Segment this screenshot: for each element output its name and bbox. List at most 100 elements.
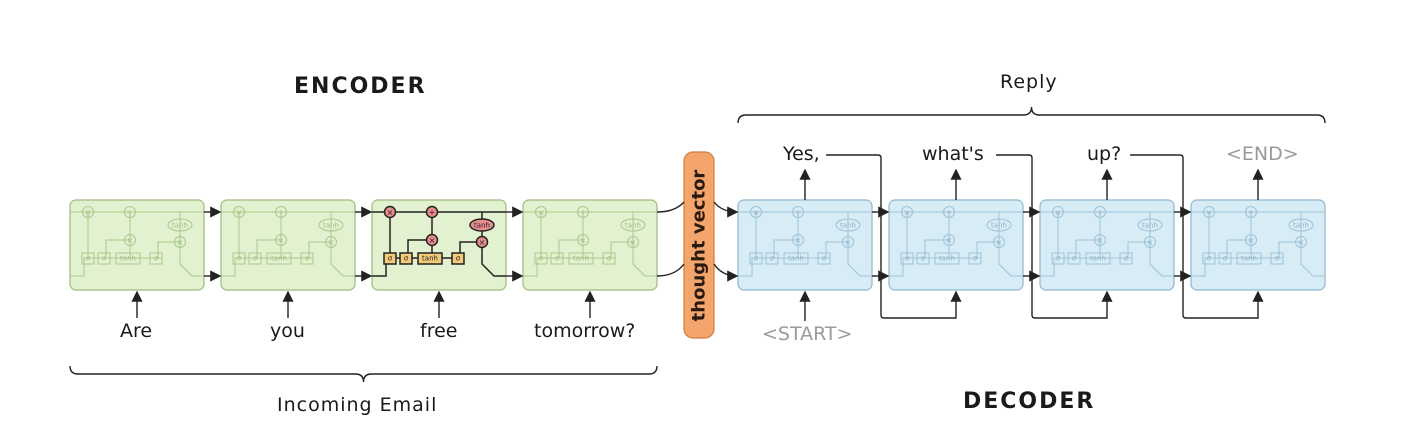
op-label: × — [1147, 238, 1154, 247]
pointwise-op — [475, 235, 489, 249]
gate-label: tanh — [120, 255, 136, 263]
op-label: + — [580, 208, 587, 217]
gate-label: σ — [822, 255, 827, 263]
tanh-op — [620, 218, 646, 232]
gate-label: σ — [921, 255, 926, 263]
gate-box — [266, 252, 292, 265]
decoder-output-word: Yes, — [783, 143, 820, 165]
input-path — [256, 239, 281, 258]
pointwise-op — [535, 206, 547, 218]
tanh-op-label: tanh — [474, 222, 490, 230]
output-path — [179, 212, 204, 277]
op-label: × — [387, 208, 394, 217]
op-label: × — [845, 238, 852, 247]
hidden-path — [523, 257, 615, 277]
gate-box — [550, 252, 564, 265]
tanh-op — [986, 218, 1012, 232]
op-label: × — [1248, 236, 1255, 245]
pointwise-op — [124, 206, 136, 218]
tanh-op-label: tanh — [991, 222, 1007, 230]
pointwise-op — [275, 206, 287, 218]
op-label: × — [328, 238, 335, 247]
feedback-loop — [826, 154, 962, 319]
pointwise-op — [1144, 236, 1156, 248]
input-path — [773, 239, 798, 258]
thought-vector-label: thought vector — [688, 169, 710, 321]
op-label: + — [429, 208, 436, 217]
cell-box — [522, 199, 658, 291]
pointwise-op — [1245, 234, 1257, 246]
gate-label: tanh — [573, 255, 589, 263]
gate-label: σ — [154, 255, 159, 263]
op-label: × — [1206, 208, 1213, 217]
pointwise-op — [943, 206, 955, 218]
gate-label: σ — [86, 255, 91, 263]
gate-box — [1085, 252, 1111, 265]
pointwise-op — [383, 205, 397, 219]
reply-brace — [737, 106, 1326, 124]
op-label: + — [127, 208, 134, 217]
gate-box — [817, 252, 831, 265]
decoder-output-word: what's — [922, 143, 984, 165]
op-label: × — [795, 236, 802, 245]
pointwise-op — [275, 234, 287, 246]
op-label: × — [236, 208, 243, 217]
braces — [69, 106, 1326, 383]
gate-box — [81, 252, 95, 265]
gate-box — [115, 252, 141, 265]
tanh-op — [1288, 218, 1314, 232]
output-path — [998, 212, 1023, 277]
pointwise-op — [577, 234, 589, 246]
end-token: <END> — [1226, 143, 1299, 165]
gate-box — [749, 252, 763, 265]
from-thought-link — [713, 201, 739, 218]
feedback-loop — [996, 154, 1113, 319]
pointwise-op — [425, 233, 439, 247]
gate-box — [934, 252, 960, 265]
gate-label: σ — [404, 255, 409, 263]
tanh-op-label: tanh — [1142, 222, 1158, 230]
hidden-path — [1191, 257, 1283, 277]
input-path — [924, 239, 949, 258]
output-path — [1149, 212, 1174, 277]
gate-label: tanh — [1241, 255, 1257, 263]
incoming-email-label: Incoming Email — [277, 394, 438, 416]
to-thought-link — [656, 263, 685, 277]
gate-label: σ — [770, 255, 775, 263]
pointwise-op — [124, 234, 136, 246]
start-token: <START> — [762, 323, 853, 345]
thought-vector-label-wrap: thought vector — [684, 152, 714, 338]
gate-label: σ — [1223, 255, 1228, 263]
input-path — [558, 239, 583, 258]
tanh-op — [167, 218, 193, 232]
from-thought-link — [713, 263, 739, 282]
pointwise-op — [993, 236, 1005, 248]
thought-vector-rect — [683, 151, 715, 339]
pointwise-op — [1203, 206, 1215, 218]
gate-box — [1236, 252, 1262, 265]
gate-box — [248, 252, 262, 265]
gate-box — [97, 252, 111, 265]
encoder-input-word: you — [270, 320, 305, 342]
gate-box — [1270, 252, 1284, 265]
gate-label: σ — [539, 255, 544, 263]
gate-box — [451, 252, 465, 265]
encoder-input-word: tomorrow? — [534, 320, 636, 342]
input-path — [1226, 239, 1251, 258]
decoder-output-word: up? — [1087, 143, 1122, 165]
op-label: × — [946, 236, 953, 245]
gate-box — [916, 252, 930, 265]
tanh-op — [835, 218, 861, 232]
op-label: × — [580, 236, 587, 245]
hidden-path — [889, 257, 981, 277]
gate-label: tanh — [788, 255, 804, 263]
gate-label: σ — [1124, 255, 1129, 263]
op-label: × — [1055, 208, 1062, 217]
pointwise-op — [174, 236, 186, 248]
hidden-path — [70, 257, 162, 277]
